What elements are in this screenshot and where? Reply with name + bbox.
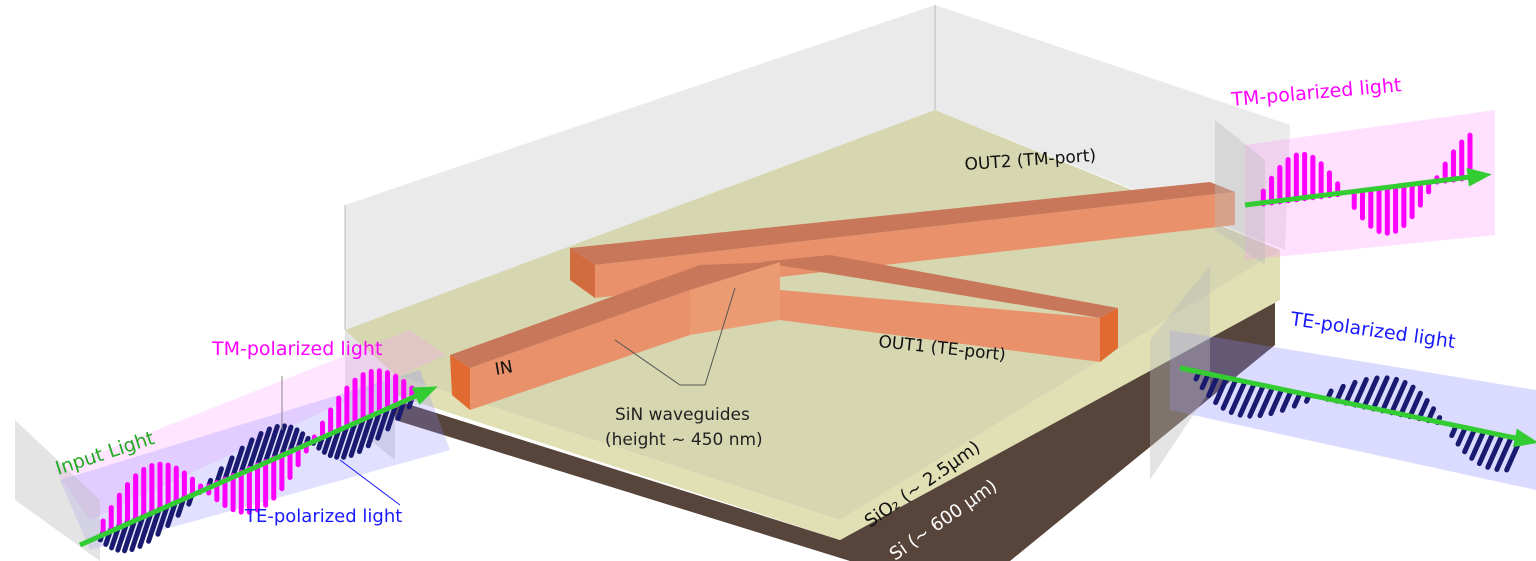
out-tm-plane (1245, 110, 1495, 260)
te-out-wave-arrow (1389, 379, 1408, 416)
label-in: IN (493, 357, 514, 380)
te-out-wave-arrow (1370, 375, 1390, 412)
te-out-wave-arrow (1268, 386, 1285, 417)
waveguide-out2-top (570, 182, 1235, 265)
te-out-wave-arrow (1494, 435, 1514, 472)
te-out-wave-arrow (1352, 377, 1369, 408)
te-out-wave-arrow (1291, 390, 1303, 409)
te-out-wave-arrow (1462, 427, 1477, 455)
te-wave-arrow (263, 423, 280, 464)
waveguide-out1-top (760, 255, 1118, 318)
label-sin-waveguides: SiN waveguides (615, 405, 750, 425)
te-wave-arrow (222, 455, 235, 482)
te-wave-arrow (365, 410, 382, 449)
out1-beam-arrow-arrowhead (1512, 428, 1536, 448)
te-wave-arrow (327, 427, 342, 458)
out-te-plane (1170, 330, 1536, 490)
te-wave-arrow (279, 424, 294, 457)
te-wave-arrow (341, 420, 358, 460)
sio2-side (395, 250, 1280, 540)
te-out-wave-arrow (1247, 383, 1266, 419)
te-wave-arrow (271, 423, 287, 461)
waveguide-out1-front (780, 290, 1100, 362)
sin-pointer-lines (614, 287, 736, 386)
waveguide-junction-front (690, 262, 780, 335)
te-out-wave-arrow (1361, 375, 1380, 410)
te-wave-arrow (348, 417, 366, 458)
sin-waveguides (450, 182, 1235, 410)
waveguide-in-end (450, 355, 470, 410)
out-te-polarizer (1150, 265, 1210, 480)
te-wave-arrow (385, 403, 399, 432)
te-out-wave-arrow (1343, 379, 1358, 406)
waveguide-out2-end (570, 248, 595, 298)
waveguide-out1-end (1100, 308, 1118, 362)
out2-beam-arrow (1244, 173, 1479, 208)
label-tm-out: TM-polarized light (1230, 74, 1403, 111)
polarization-waves (78, 132, 1536, 554)
input-polarizer-plane (15, 420, 100, 561)
te-wave-arrow (255, 426, 272, 468)
te-out-wave-arrow (1476, 431, 1495, 467)
te-out-wave-arrow (1257, 385, 1275, 419)
label-sin-height: (height ~ 450 nm) (605, 430, 763, 450)
input-beam-arrow (78, 389, 427, 548)
te-out-wave-arrow (1206, 373, 1220, 399)
input-beam-arrow-arrowhead (411, 386, 438, 405)
si-substrate-side (395, 300, 1275, 561)
waveguide-in-front (470, 290, 690, 410)
te-wave-arrow (334, 424, 350, 460)
te-out-wave-arrow (1398, 384, 1416, 418)
te-out-wave-arrow (1213, 375, 1230, 406)
te-out-wave-arrow (1469, 429, 1486, 461)
out1-beam-arrow (1179, 365, 1526, 443)
te-out-wave-arrow (1380, 376, 1399, 414)
te-wave-arrow (246, 430, 264, 471)
label-te-out: TE-polarized light (1288, 308, 1456, 353)
te-out-wave-arrow (1455, 425, 1468, 447)
out-tm-polarizer (1215, 120, 1265, 265)
te-wave-arrow (230, 445, 245, 478)
te-wave-arrow (375, 406, 390, 441)
chip (344, 5, 1290, 561)
te-out-wave-arrow (1237, 381, 1257, 418)
te-wave-arrow (287, 427, 300, 454)
out2-beam-arrow-arrowhead (1466, 167, 1492, 187)
label-te-in: TE-polarized light (244, 506, 402, 527)
te-out-wave-arrow (1220, 377, 1239, 411)
label-tm-in: TM-polarized light (211, 338, 382, 360)
te-out-wave-arrow (1407, 390, 1423, 420)
te-wave-arrow (238, 437, 255, 475)
te-out-wave-arrow (1279, 388, 1294, 413)
te-out-wave-arrow (1485, 433, 1505, 470)
te-wave-arrow (395, 399, 407, 421)
waveguide-in-top (450, 262, 780, 368)
te-out-wave-arrow (1228, 379, 1248, 415)
te-wave-arrow (356, 413, 374, 455)
te-out-wave-arrow (1416, 398, 1430, 422)
te-in-pointer (339, 459, 401, 506)
cladding-box-top (345, 5, 1290, 330)
